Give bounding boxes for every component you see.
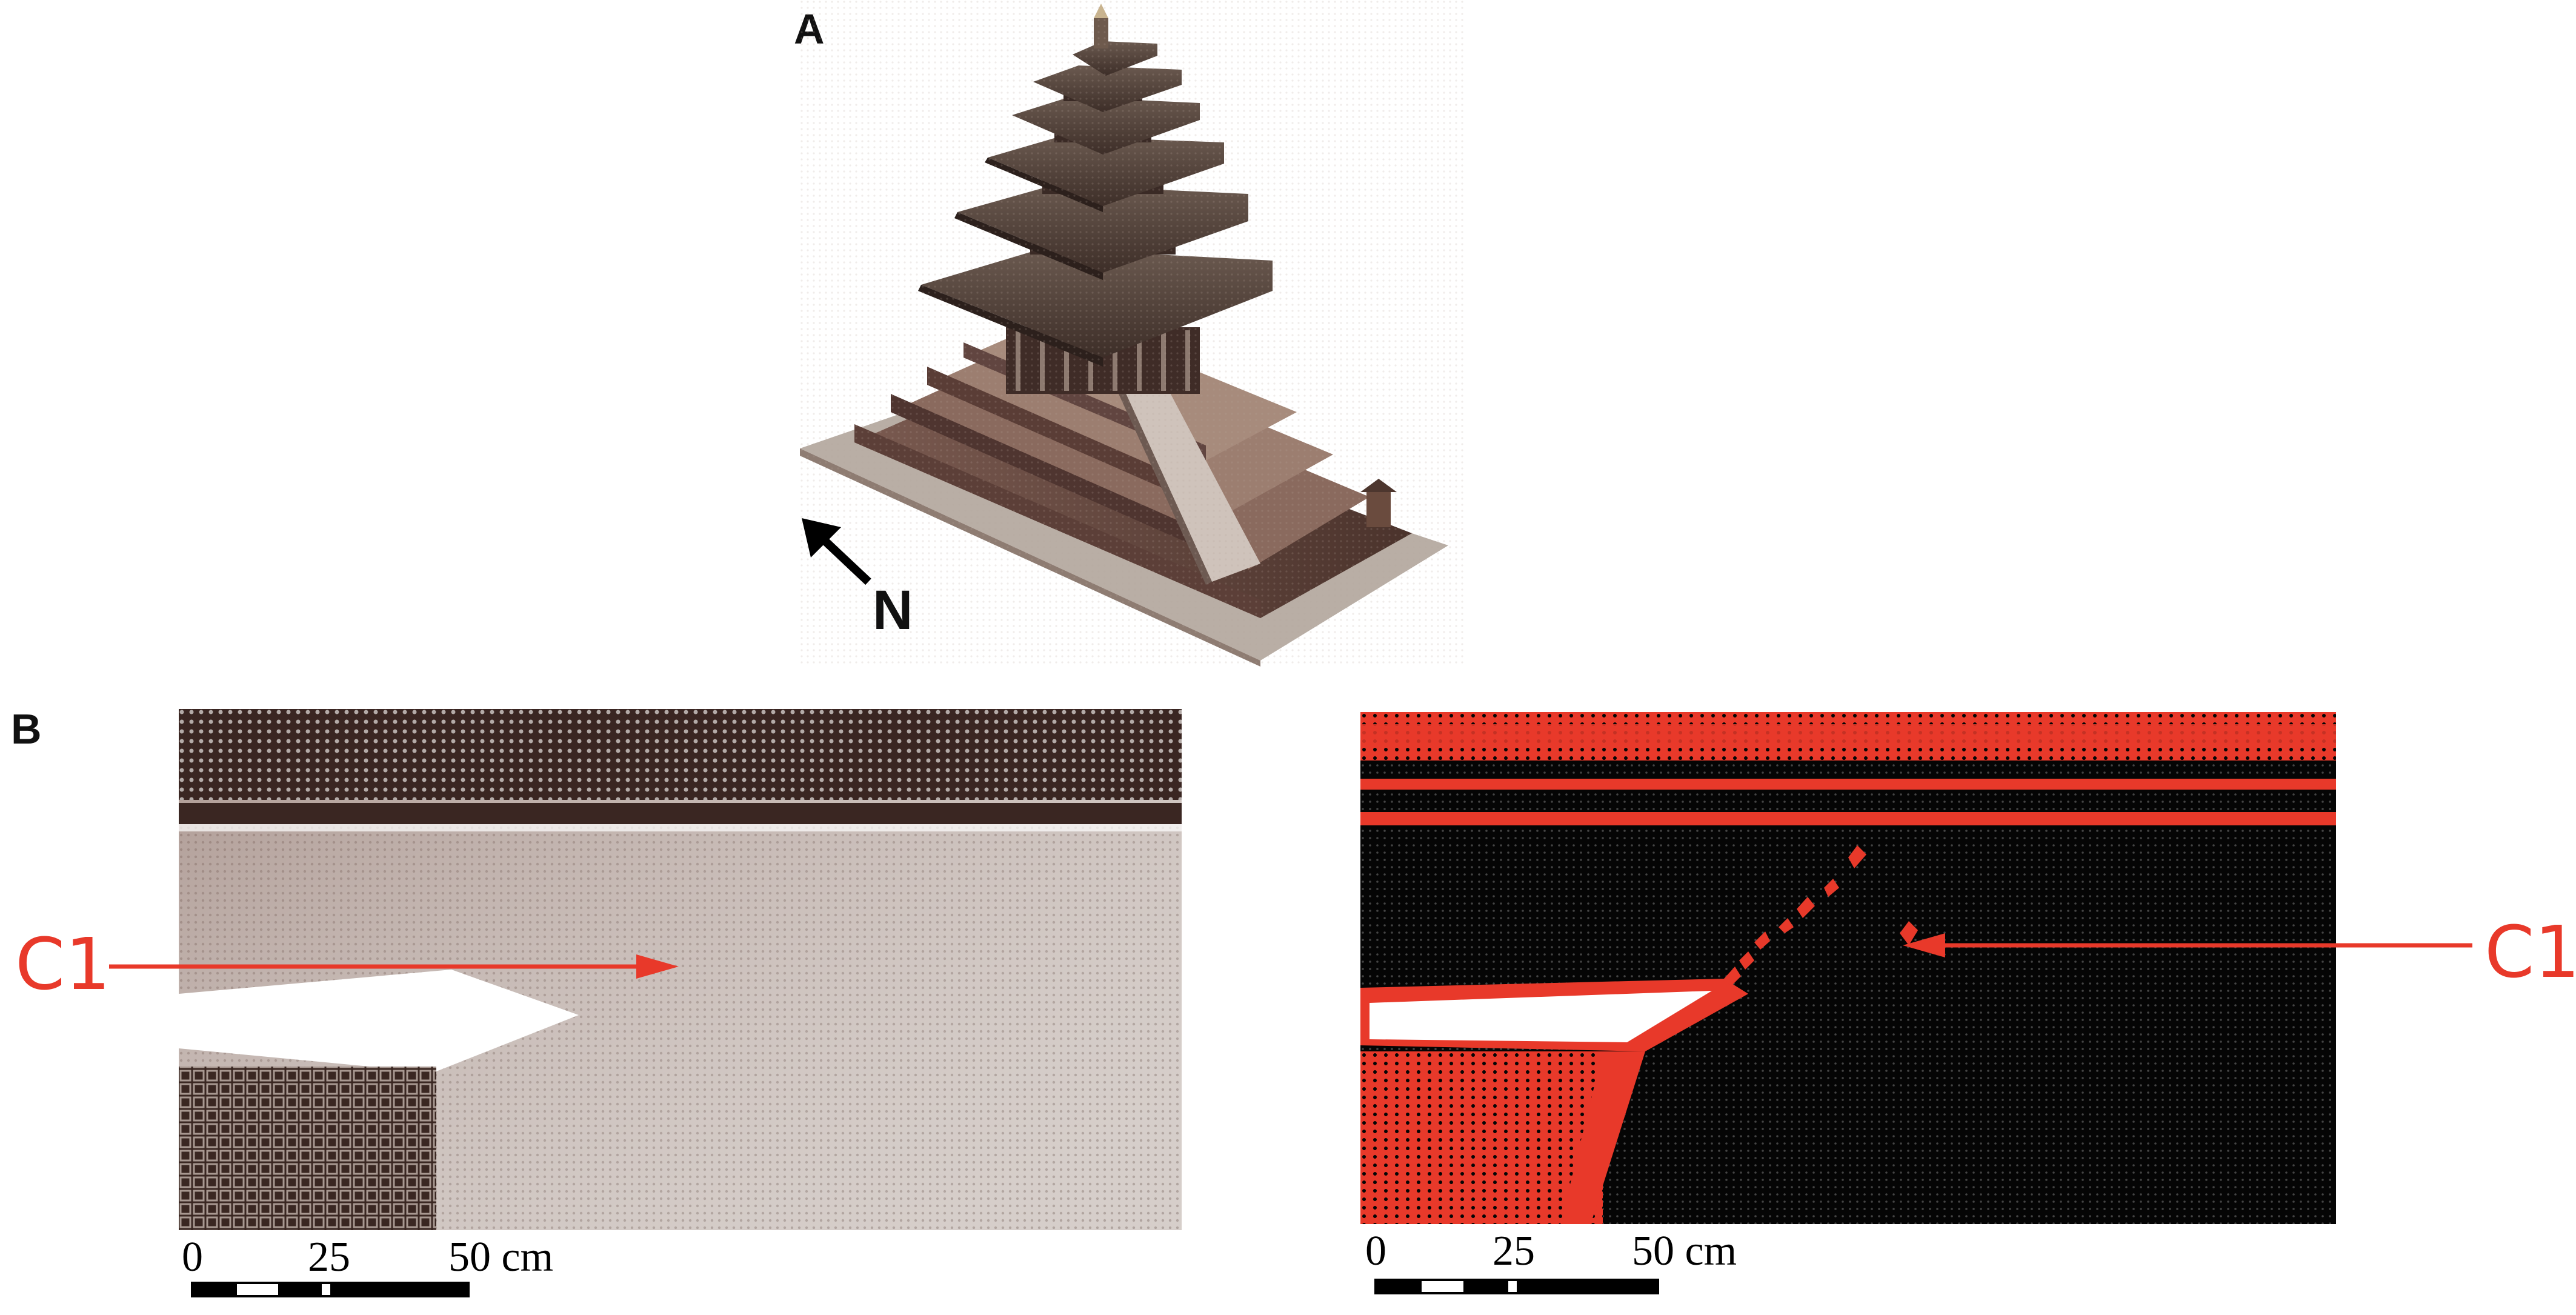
- right-scale-tick-25: 25: [1493, 1228, 1535, 1274]
- left-scale: 0 25 50 cm: [182, 1236, 606, 1315]
- right-scale: 0 25 50 cm: [1365, 1230, 1789, 1309]
- left-c1-label: C1: [15, 922, 111, 1006]
- left-scale-tick-25: 25: [308, 1234, 350, 1280]
- right-scale-tick-0: 0: [1365, 1228, 1386, 1274]
- right-scale-bar: [1374, 1279, 1659, 1294]
- north-arrow-icon: [802, 518, 871, 585]
- left-scale-tick-0: 0: [182, 1234, 203, 1280]
- left-c1-arrow: [109, 954, 679, 979]
- left-scale-bar: [191, 1282, 470, 1297]
- right-c1-label: C1: [2484, 910, 2576, 994]
- left-wall-point-cloud: [179, 709, 1182, 1230]
- right-scale-tick-50: 50 cm: [1632, 1228, 1737, 1274]
- right-c1-arrow: [1903, 933, 2472, 957]
- panel-b-label: B: [11, 705, 42, 753]
- right-wall-classified-cloud: [1360, 712, 2336, 1224]
- pagoda-point-cloud: [800, 0, 1466, 667]
- left-scale-tick-50: 50 cm: [448, 1234, 554, 1280]
- north-label: N: [873, 579, 913, 641]
